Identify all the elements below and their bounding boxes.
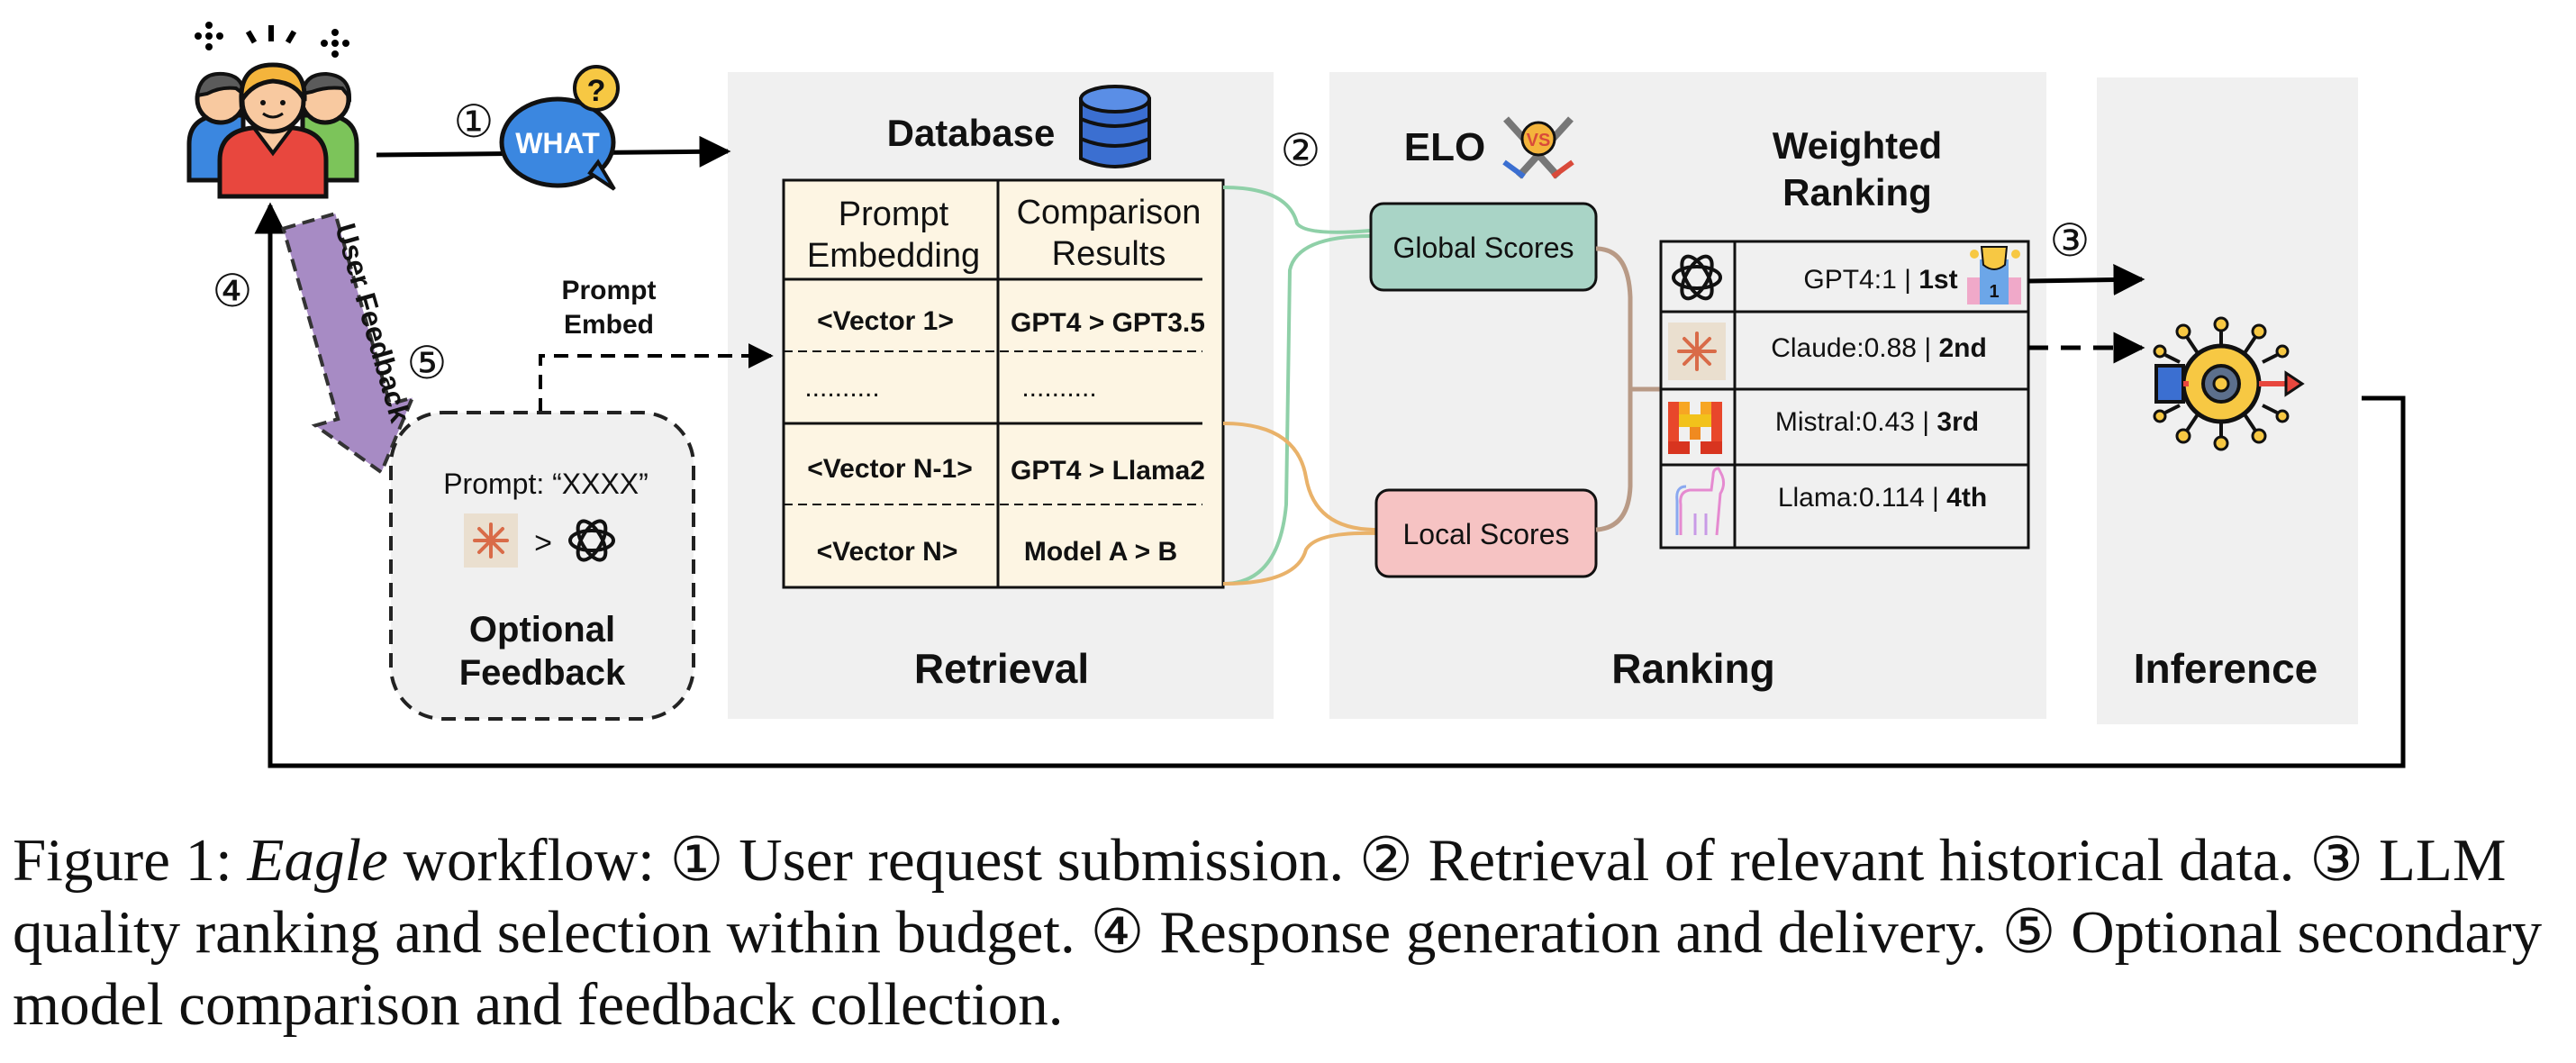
inference-section-label: Inference [2134, 645, 2318, 692]
orange-link-bottom [1222, 531, 1377, 586]
elo-label: ELO [1404, 125, 1485, 169]
diagram-canvas: ① WHAT ? ④ User Feedback ⑤ Prompt Embed … [186, 22, 2406, 768]
green-link-top [1222, 186, 1372, 234]
gpt4-score: GPT4:1 | 1st [1803, 265, 1957, 295]
local-scores-label: Local Scores [1403, 518, 1570, 550]
weighted-ranking-title-line1: Weighted [1773, 124, 1942, 167]
row-4-result: Model A > B [1024, 537, 1177, 567]
prompt-embed-arrow [539, 343, 774, 413]
versus-badge-text: VS [1527, 131, 1551, 150]
openai-icon [568, 519, 615, 562]
question-icon: ? [587, 74, 606, 108]
svg-text:WHAT: WHAT [515, 127, 600, 159]
feedback-prompt-text: Prompt: “XXXX” [443, 468, 649, 500]
prompt-embed-label-line1: Prompt [562, 276, 657, 305]
weighted-ranking-title-line2: Ranking [1782, 171, 1932, 214]
figure-caption: Figure 1: Eagle workflow: ① User request… [13, 824, 2566, 1040]
feedback-comparator: > [534, 526, 552, 560]
caption-prefix: Figure 1: [13, 827, 248, 894]
user-feedback-arrow [281, 211, 416, 476]
row-2-result: .......... [1021, 373, 1096, 403]
trophy-icon: 1 [1967, 246, 2021, 304]
row-4-embedding: <Vector N> [817, 537, 958, 567]
llama-logo-icon [1675, 467, 1726, 536]
step-5-marker: ⑤ [407, 338, 448, 388]
header-prompt-embedding-line1: Prompt [839, 195, 949, 233]
return-loop-line [254, 202, 2406, 768]
what-question-bubble: WHAT ? [499, 65, 620, 191]
step-4-marker: ④ [213, 266, 253, 316]
step-3-marker: ③ [2050, 215, 2091, 266]
caption-system-name: Eagle [247, 827, 388, 894]
optional-feedback-title-line2: Feedback [459, 653, 626, 693]
claude-score: Claude:0.88 | 2nd [1771, 333, 1987, 363]
local-scores-box [1374, 488, 1598, 578]
global-scores-label: Global Scores [1393, 232, 1574, 264]
row-2-embedding: .......... [804, 373, 879, 403]
claude-logo-icon [1668, 323, 1726, 380]
optional-feedback-box [389, 411, 695, 721]
step-1-marker: ① [454, 96, 494, 147]
prompt-embed-label-line2: Embed [564, 310, 654, 340]
inference-processor-icon [2153, 316, 2305, 451]
caption-body: workflow: ① User request submission. ② R… [13, 827, 2543, 1038]
green-link-bottom [1222, 234, 1372, 586]
row-1-embedding: <Vector 1> [817, 306, 954, 336]
selected-model-arrow [2027, 264, 2145, 295]
scores-to-ranking-bracket [1595, 246, 1663, 532]
database-icon [1079, 85, 1151, 168]
database-label: Database [887, 112, 1056, 154]
row-3-result: GPT4 > Llama2 [1011, 456, 1205, 486]
retrieval-section-label: Retrieval [914, 645, 1089, 692]
header-comparison-results-line2: Results [1052, 235, 1166, 273]
optional-feedback-title-line1: Optional [469, 610, 615, 650]
ranking-table: GPT4:1 | 1st 1 Claude:0.88 | 2nd Mistral… [1659, 240, 2030, 550]
gpt4-logo-icon [1672, 254, 1722, 301]
row-3-embedding: <Vector N-1> [807, 454, 972, 484]
retrieval-table: Prompt Embedding Comparison Results <Vec… [782, 178, 1225, 589]
svg-text:1: 1 [1989, 282, 1999, 302]
header-prompt-embedding-line2: Embedding [807, 237, 980, 275]
versus-swords-icon: VS [1502, 116, 1574, 179]
llama-score: Llama:0.114 | 4th [1778, 483, 1987, 513]
users-group-icon [186, 22, 359, 199]
step-2-marker: ② [1281, 125, 1321, 176]
mistral-score: Mistral:0.43 | 3rd [1775, 407, 1979, 437]
header-comparison-results-line1: Comparison [1017, 194, 1202, 232]
claude-icon [464, 513, 518, 568]
mistral-logo-icon [1668, 402, 1722, 454]
row-1-result: GPT4 > GPT3.5 [1011, 308, 1205, 338]
orange-link-top [1222, 422, 1377, 532]
ranking-section-label: Ranking [1611, 645, 1774, 692]
